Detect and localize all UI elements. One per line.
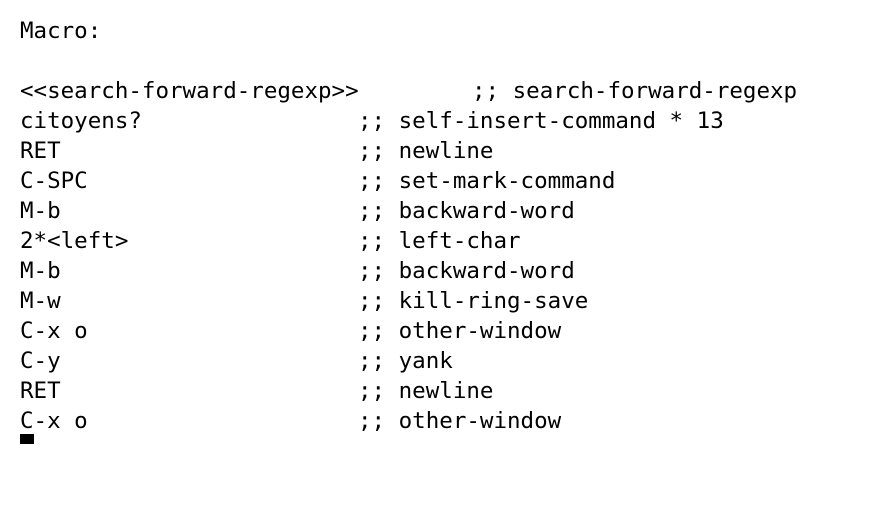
macro-line[interactable]: citoyens? ;; self-insert-command * 13 (20, 106, 872, 136)
macro-keys: citoyens? (20, 108, 142, 134)
macro-keys: RET (20, 378, 61, 404)
macro-comment: ;; kill-ring-save (358, 288, 589, 314)
macro-comment: ;; other-window (358, 318, 562, 344)
macro-comment: ;; other-window (358, 408, 562, 434)
macro-keys: RET (20, 138, 61, 164)
macro-line[interactable]: C-x o ;; other-window (20, 316, 872, 346)
macro-keys: M-b (20, 198, 61, 224)
macro-line[interactable]: C-SPC ;; set-mark-command (20, 166, 872, 196)
macro-line[interactable]: RET ;; newline (20, 136, 872, 166)
macro-line[interactable]: C-y ;; yank (20, 346, 872, 376)
macro-editor-buffer[interactable]: Macro: <<search-forward-regexp>> ;; sear… (20, 16, 872, 444)
macro-comment: ;; backward-word (358, 258, 575, 284)
macro-comment: ;; set-mark-command (358, 168, 616, 194)
text-cursor (20, 434, 34, 444)
macro-keys: C-x o (20, 318, 88, 344)
macro-comment: ;; yank (358, 348, 453, 374)
macro-comment: ;; newline (358, 138, 494, 164)
macro-comment: ;; self-insert-command * 13 (358, 108, 724, 134)
macro-comment: ;; search-forward-regexp (472, 78, 798, 104)
macro-line[interactable]: C-x o ;; other-window (20, 406, 872, 436)
macro-line[interactable]: M-b ;; backward-word (20, 256, 872, 286)
macro-comment: ;; left-char (358, 228, 521, 254)
macro-line[interactable]: 2*<left> ;; left-char (20, 226, 872, 256)
macro-keys: <<search-forward-regexp>> (20, 78, 359, 104)
macro-keys: C-y (20, 348, 61, 374)
macro-line[interactable]: M-b ;; backward-word (20, 196, 872, 226)
macro-keys: M-w (20, 288, 61, 314)
macro-line[interactable]: RET ;; newline (20, 376, 872, 406)
macro-header: Macro: (20, 18, 102, 44)
macro-keys: C-x o (20, 408, 88, 434)
blank-line (20, 46, 872, 76)
macro-line[interactable]: <<search-forward-regexp>> ;; search-forw… (20, 76, 872, 106)
macro-keys: C-SPC (20, 168, 88, 194)
macro-line[interactable]: M-w ;; kill-ring-save (20, 286, 872, 316)
macro-keys: 2*<left> (20, 228, 129, 254)
macro-comment: ;; newline (358, 378, 494, 404)
macro-keys: M-b (20, 258, 61, 284)
macro-comment: ;; backward-word (358, 198, 575, 224)
